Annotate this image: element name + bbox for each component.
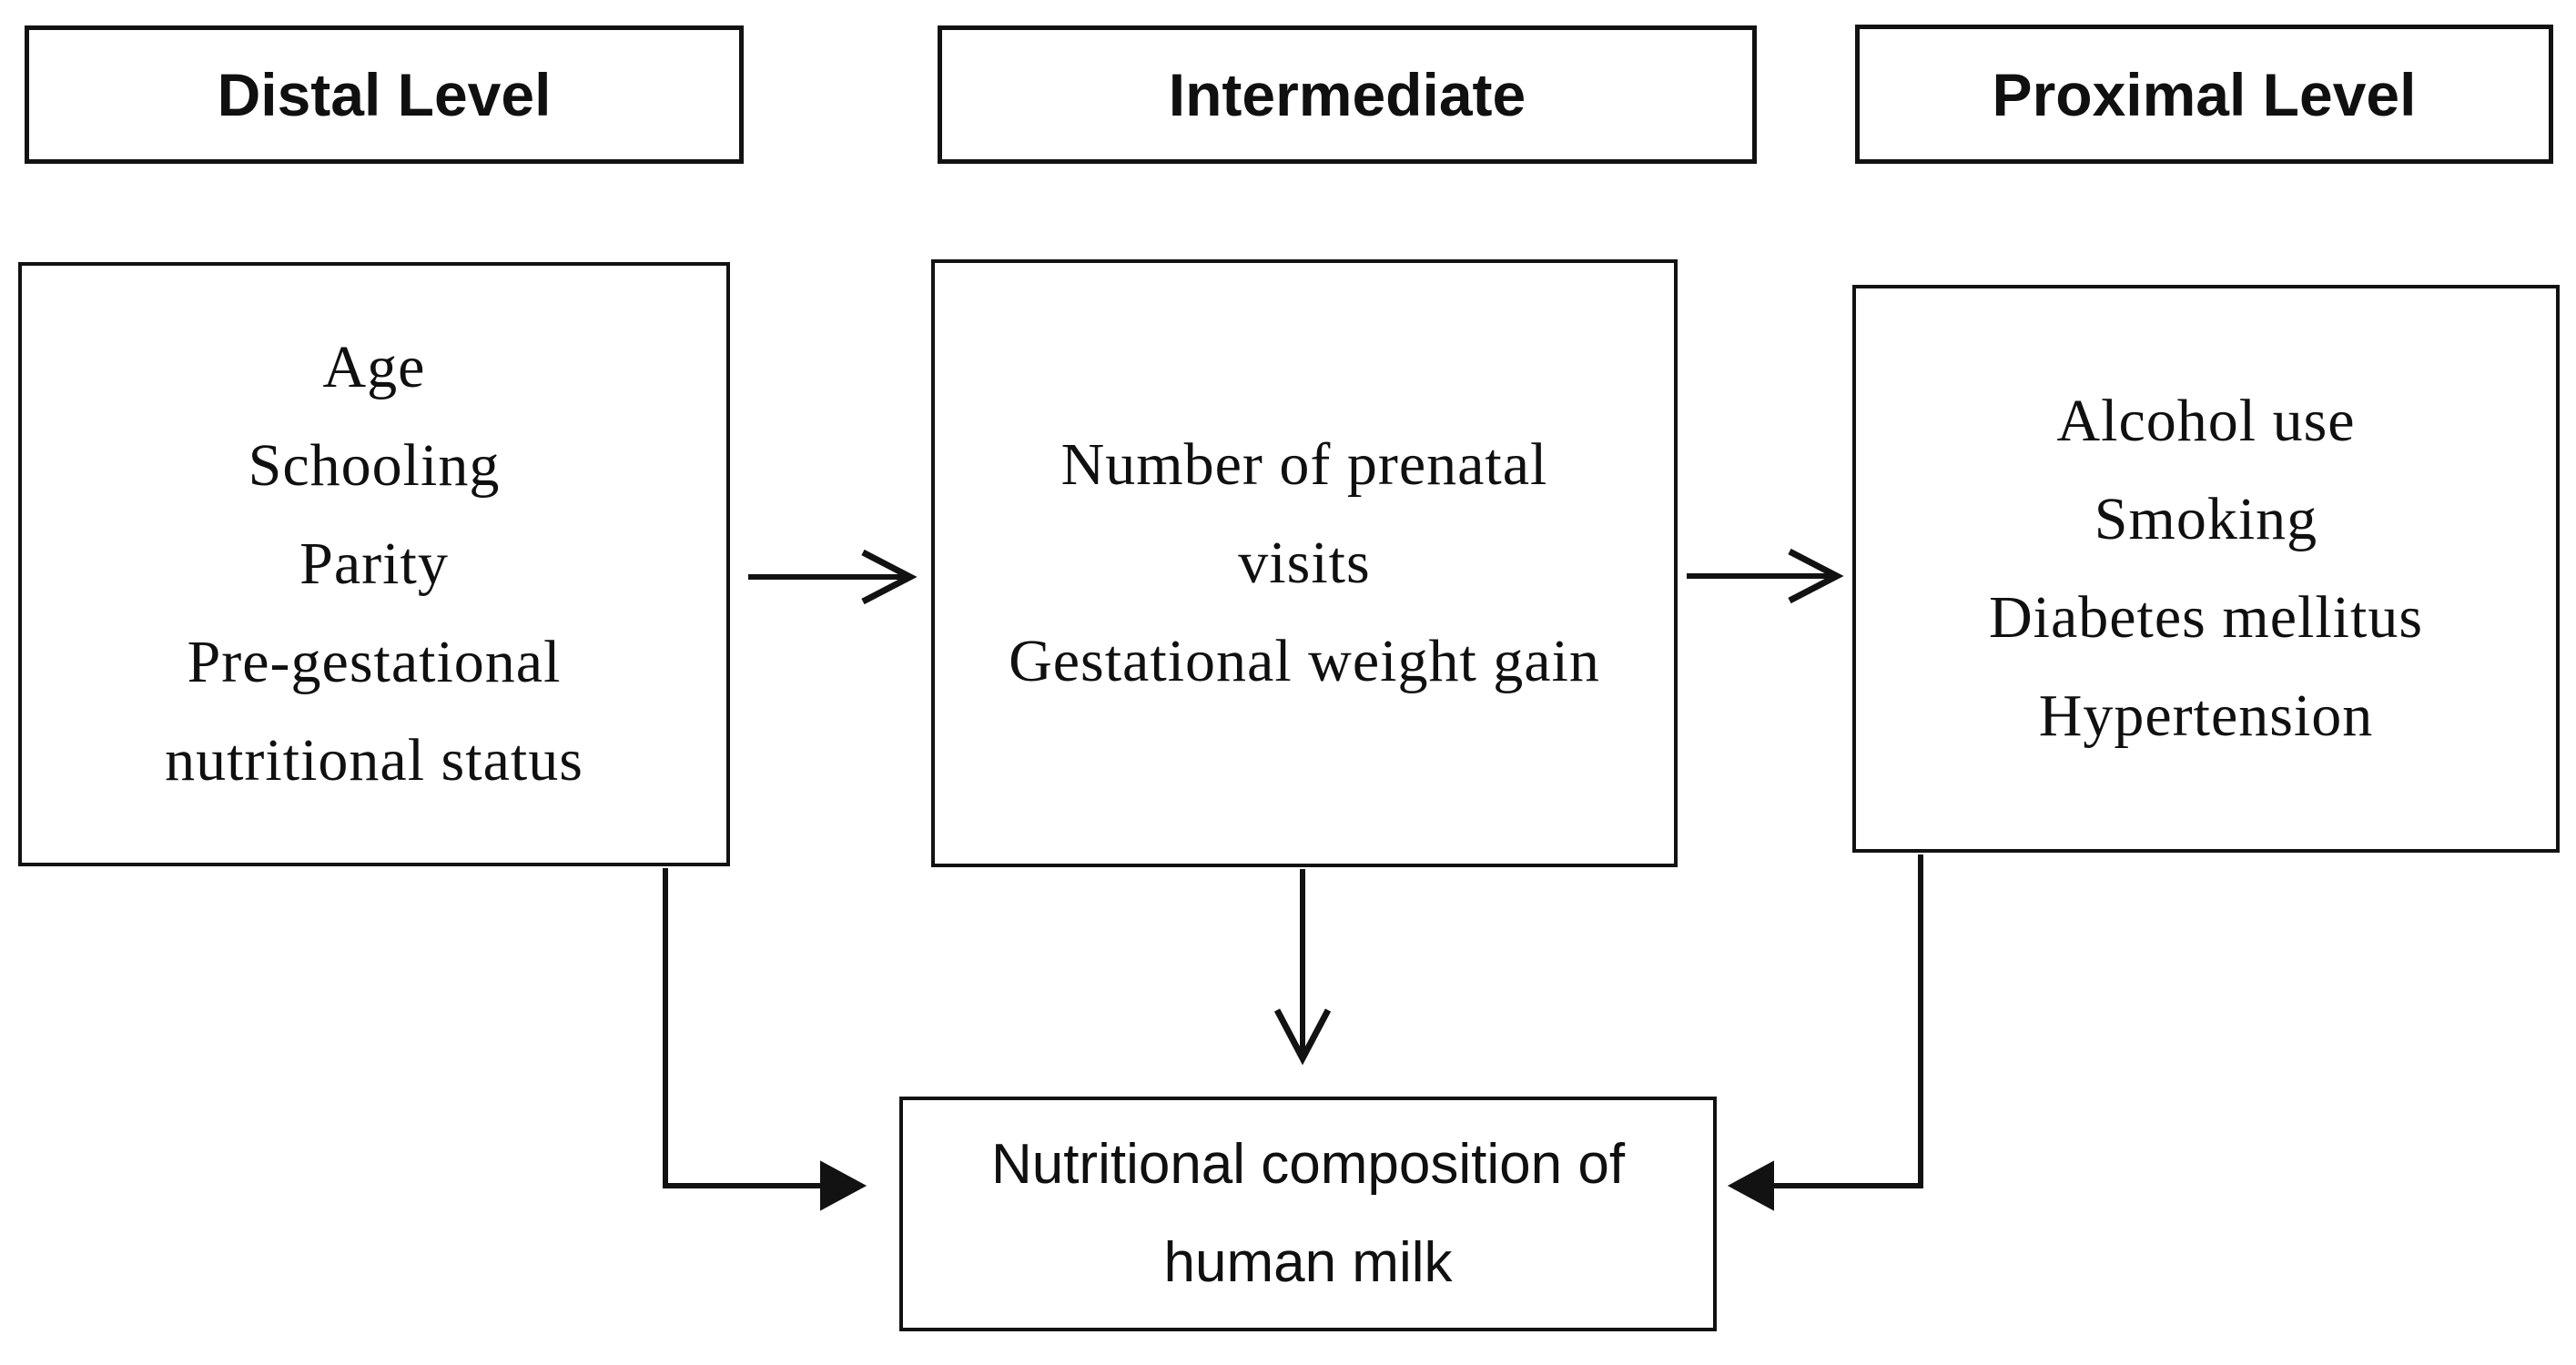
distal-factor-line: Age <box>322 334 426 400</box>
distal-factor-line: nutritional status <box>165 727 583 794</box>
proximal-factor-line: Alcohol use <box>2056 388 2356 454</box>
header-proximal-level: Proximal Level <box>1855 25 2553 164</box>
arrow-proximal-to-outcome <box>1727 854 1923 1211</box>
distal-factor-line: Parity <box>299 531 449 597</box>
arrow-open-head-right-icon <box>861 549 918 605</box>
header-distal-level: Distal Level <box>25 25 744 164</box>
distal-factor-line: Pre-gestational <box>187 629 562 695</box>
arrow-elbow-shaft <box>1773 854 1923 1188</box>
arrow-elbow-shaft <box>663 868 821 1188</box>
intermediate-factor-line: visits <box>1238 530 1371 596</box>
arrow-open-head-right-icon <box>1788 548 1844 604</box>
distal-factor-line: Schooling <box>248 432 501 499</box>
arrow-filled-head-left-icon <box>1727 1160 1774 1211</box>
node-proximal-factors: Alcohol use Smoking Diabetes mellitus Hy… <box>1852 285 2560 853</box>
arrow-distal-to-outcome <box>663 868 867 1211</box>
header-intermediate: Intermediate <box>938 25 1757 164</box>
node-distal-factors: Age Schooling Parity Pre-gestational nut… <box>18 262 730 866</box>
node-outcome-human-milk: Nutritional composition of human milk <box>899 1097 1717 1331</box>
proximal-factor-line: Hypertension <box>2038 682 2374 749</box>
outcome-line: Nutritional composition of <box>990 1133 1626 1196</box>
intermediate-factor-line: Gestational weight gain <box>1009 628 1600 694</box>
header-proximal-label: Proximal Level <box>1992 60 2417 128</box>
header-distal-label: Distal Level <box>217 61 552 128</box>
arrow-intermediate-to-proximal <box>1687 548 1844 604</box>
header-intermediate-label: Intermediate <box>1168 61 1526 128</box>
arrow-distal-to-intermediate <box>748 549 918 605</box>
arrow-filled-head-right-icon <box>820 1160 867 1211</box>
arrow-intermediate-to-outcome <box>1273 869 1332 1066</box>
proximal-factor-line: Smoking <box>2094 486 2318 552</box>
arrow-open-head-down-icon <box>1273 1008 1332 1066</box>
outcome-line: human milk <box>1163 1231 1453 1294</box>
node-intermediate-factors: Number of prenatal visits Gestational we… <box>931 259 1678 867</box>
proximal-factor-line: Diabetes mellitus <box>1988 584 2424 651</box>
intermediate-factor-line: Number of prenatal <box>1060 431 1548 498</box>
